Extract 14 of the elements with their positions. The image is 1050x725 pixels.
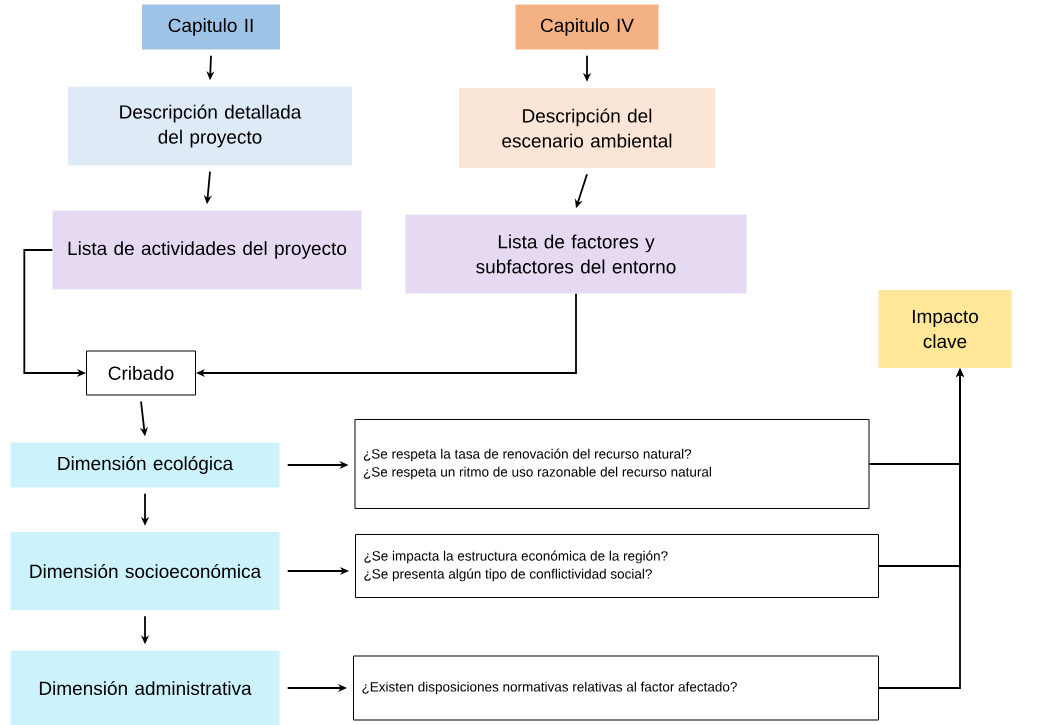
dimension-box: Dimensión ecológica	[10, 442, 280, 488]
question-box: ¿Se respeta la tasa de renovación del recurso natural? ¿Se respeta un ritmo de uso razonable del recurso natural	[354, 419, 870, 509]
dimension-box: Dimensión administrativa	[10, 650, 280, 725]
question-box: ¿Se impacta la estructura económica de la región? ¿Se presenta algún tipo de conflictividad social?	[355, 534, 879, 598]
process-box: Descripción detallada del proyecto	[68, 86, 352, 166]
header-box: Capitulo IV	[515, 4, 659, 50]
process-box: Descripción del escenario ambiental	[459, 88, 715, 168]
header-box: Capitulo II	[142, 4, 280, 50]
question-box: ¿Existen disposiciones normativas relativas al factor afectado?	[353, 655, 879, 721]
result-box: Impacto clave	[878, 290, 1012, 368]
list-box: Lista de actividades del proyecto	[52, 210, 362, 290]
list-box: Lista de factores y subfactores del entorno	[405, 214, 747, 294]
dimension-box: Dimensión socioeconómica	[10, 532, 280, 610]
process-box: Cribado	[86, 350, 196, 396]
